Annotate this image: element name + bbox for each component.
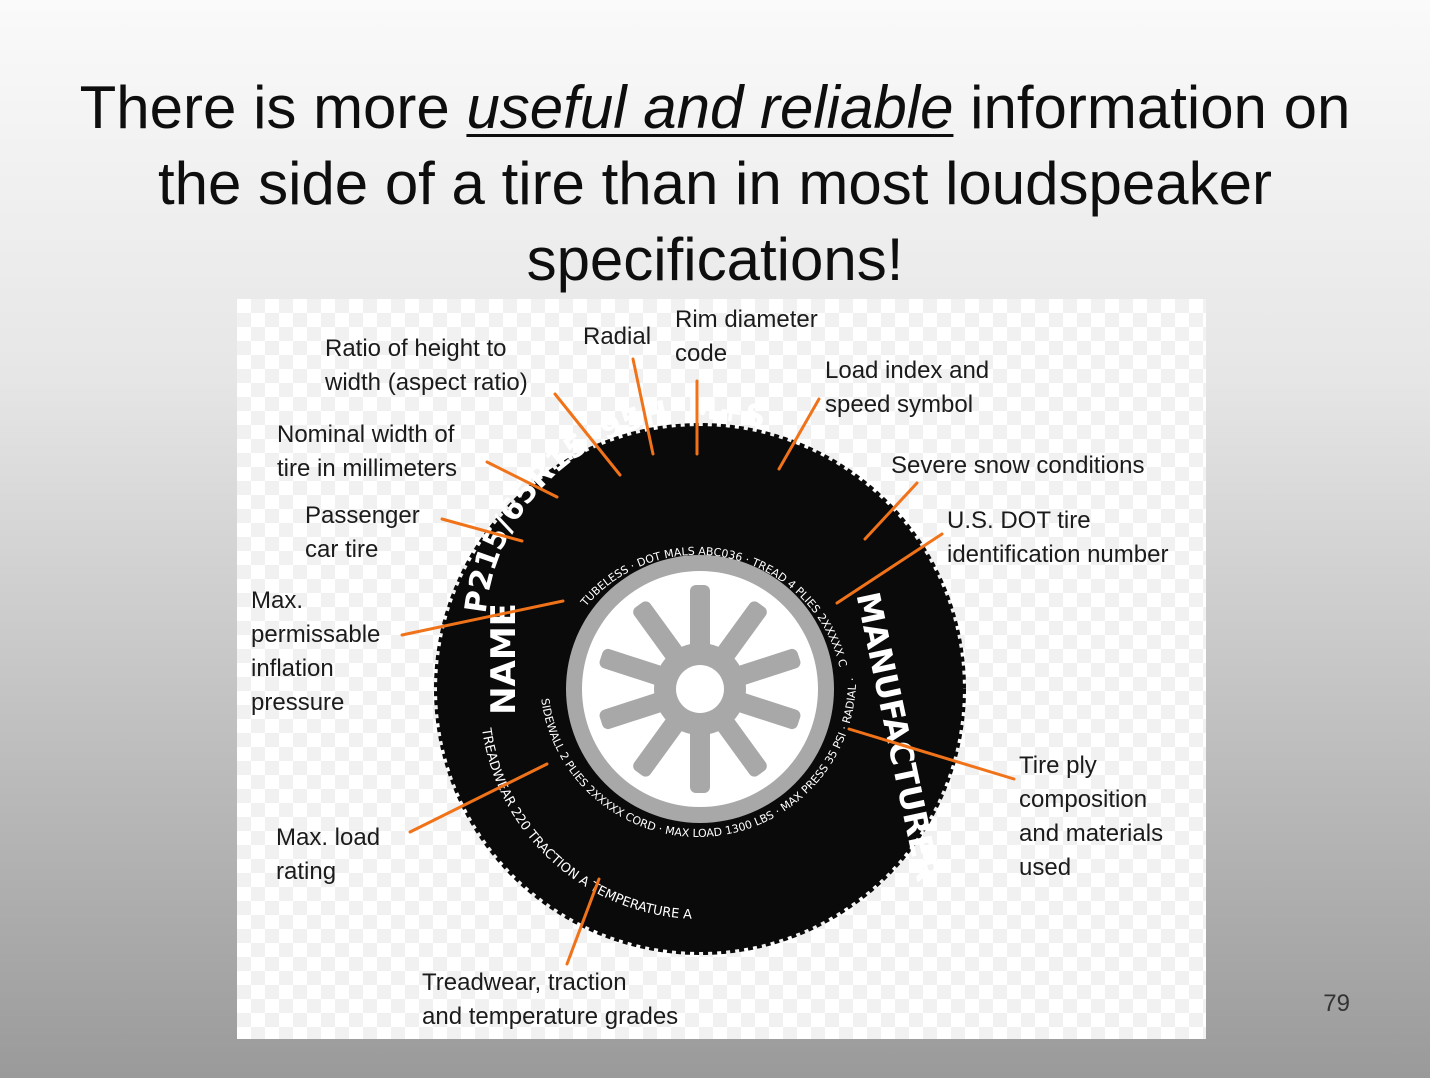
page-number: 79	[1323, 990, 1350, 1017]
leader-ply	[847, 727, 1016, 781]
label-snow-conditions: Severe snow conditions	[891, 452, 1145, 479]
title-emphasis: useful and reliable	[466, 74, 954, 141]
leader-nominal-width	[485, 460, 559, 499]
leader-treadwear	[565, 877, 601, 966]
slide-title: There is more useful and reliable inform…	[40, 70, 1390, 298]
leader-dot	[835, 532, 944, 605]
wheel	[566, 555, 834, 823]
leader-ratio	[553, 392, 622, 477]
leader-max-pressure	[400, 599, 565, 637]
title-text-before: There is more	[79, 74, 467, 141]
label-radial: Radial	[583, 323, 652, 350]
leader-max-load	[408, 762, 549, 834]
title-text-after: information on the side of a tire than i…	[158, 74, 1351, 293]
leader-passenger	[440, 517, 524, 543]
tire-brand-name: NAME	[484, 603, 524, 715]
leader-load-index	[777, 397, 821, 471]
leader-snow	[863, 481, 919, 541]
leader-radial	[631, 357, 655, 456]
